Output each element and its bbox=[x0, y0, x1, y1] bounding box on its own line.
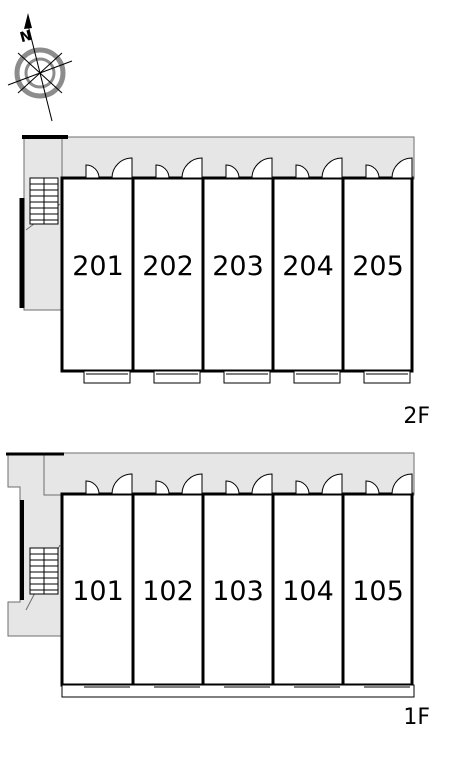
compass-rose-icon: N bbox=[7, 13, 73, 122]
unit-label: 201 bbox=[72, 251, 124, 282]
unit-label: 102 bbox=[142, 576, 194, 607]
unit-label: 104 bbox=[282, 576, 334, 607]
unit-label: 205 bbox=[352, 251, 404, 282]
terraces-1f bbox=[61, 684, 415, 698]
floor-label-2f: 2F bbox=[403, 404, 430, 429]
compass-north-label: N bbox=[18, 28, 33, 46]
unit-label: 105 bbox=[352, 576, 404, 607]
stairs-1f bbox=[29, 547, 59, 595]
unit-label: 202 bbox=[142, 251, 194, 282]
unit-label: 101 bbox=[72, 576, 124, 607]
corridor-2f bbox=[23, 136, 415, 180]
corridor-1f bbox=[23, 452, 415, 496]
stairs-2f bbox=[29, 177, 59, 225]
floor-1f-plan: 101 102 103 104 105 1F bbox=[6, 452, 430, 730]
unit-label: 103 bbox=[212, 576, 264, 607]
floor-2f-plan: 201 202 203 204 205 2F bbox=[19, 135, 430, 429]
floor-label-1f: 1F bbox=[403, 705, 430, 730]
unit-label: 203 bbox=[212, 251, 264, 282]
doors-1f bbox=[85, 473, 413, 495]
unit-label: 204 bbox=[282, 251, 334, 282]
doors-2f bbox=[85, 157, 413, 179]
balconies-2f bbox=[83, 370, 411, 384]
